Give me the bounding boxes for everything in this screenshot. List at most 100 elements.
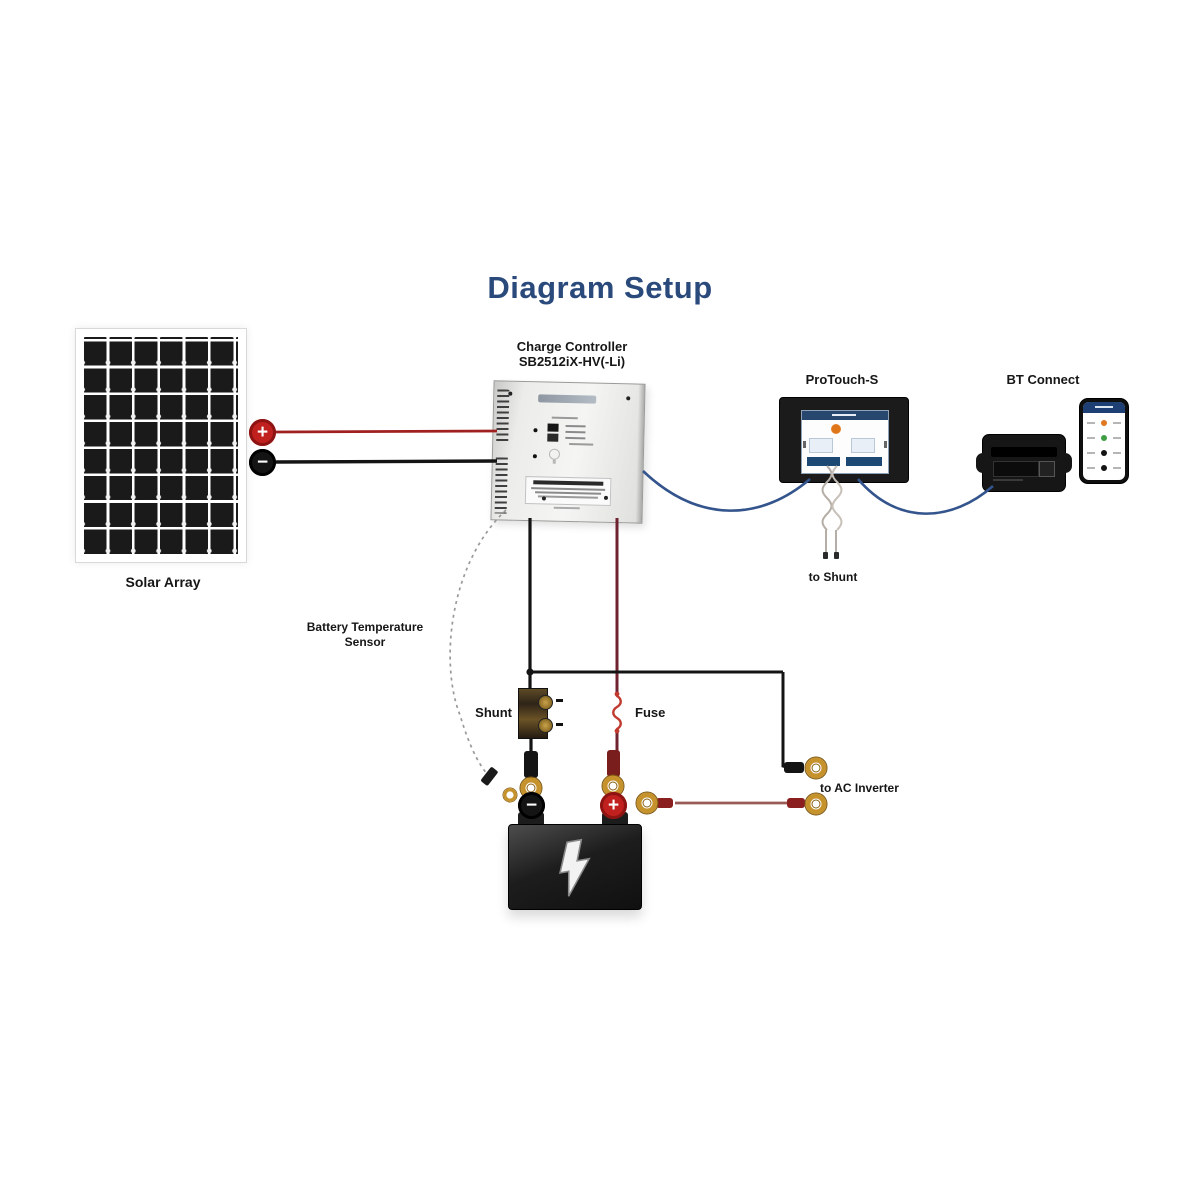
controller-indicator-block2 <box>547 433 559 442</box>
fuse-symbol-icon <box>612 694 622 731</box>
battery-minus-symbol: − <box>525 795 538 816</box>
lightning-bolt-path <box>558 838 591 897</box>
solar-minus-symbol: − <box>256 452 269 473</box>
temp-sensor-probe <box>481 767 498 786</box>
shunt-bolt-top-icon <box>538 695 553 710</box>
controller-product-label-title <box>533 480 604 486</box>
solar-positive-wire <box>275 429 498 434</box>
controller-led-icon <box>533 428 538 433</box>
phone-row4-text-left <box>1087 467 1095 469</box>
fuse-label: Fuse <box>635 705 666 720</box>
inverter-positive-crimp <box>787 798 805 808</box>
ring-terminal-inverter-negative-icon <box>805 757 827 779</box>
controller-vent-bottom <box>494 457 508 514</box>
controller-screw4-icon <box>603 495 609 500</box>
phone-row3-text-left <box>1087 452 1095 454</box>
phone-row1-status-icon <box>1101 420 1107 426</box>
controller-indicator-text2 <box>565 430 586 434</box>
phone-row4-status-icon <box>1101 465 1107 471</box>
charge-controller-label-line2: SB2512iX-HV(-Li) <box>518 354 626 369</box>
positive-branch-crimp <box>656 798 673 808</box>
page-title: Diagram Setup <box>487 270 713 305</box>
bt-device-ear-right <box>1058 453 1072 473</box>
phone-row1-text-right <box>1113 422 1121 424</box>
controller-screw2-icon <box>626 396 631 401</box>
controller-product-label-text1 <box>531 487 606 491</box>
protouch-widget-right <box>851 438 875 453</box>
controller-bulb-stem <box>552 459 556 464</box>
temp-sensor-ring-terminal-icon <box>502 787 518 803</box>
protouch-button-right <box>846 457 882 466</box>
solar-negative-wire <box>275 459 498 464</box>
controller-product-label-text3 <box>537 495 598 499</box>
battery-positive-terminal: + <box>600 792 627 819</box>
shunt-mark-bottom <box>556 723 563 726</box>
phone-header-text <box>1095 406 1113 408</box>
ring-terminal-inverter-positive-icon <box>805 793 827 815</box>
solar-cells-grid <box>84 337 238 554</box>
controller-led2-icon <box>532 454 537 459</box>
solar-array-label: Solar Array <box>125 574 201 590</box>
ring-terminal-positive-branch-icon <box>636 792 658 814</box>
charge-controller <box>490 380 646 524</box>
shunt-mark-top <box>556 699 563 702</box>
phone-row3-text-right <box>1113 452 1121 454</box>
shunt-label: Shunt <box>475 705 512 720</box>
solar-negative-terminal: − <box>249 449 276 476</box>
protouch-button-left <box>807 457 840 466</box>
twisted-pair-tip2 <box>834 552 839 559</box>
charge-controller-label-line1: Charge Controller <box>516 339 628 354</box>
bt-device-panel <box>993 461 1039 477</box>
battery-temp-sensor-label-line1: Battery Temperature <box>306 620 424 634</box>
phone-row2-status-icon <box>1101 435 1107 441</box>
solar-array-panel <box>75 328 247 563</box>
controller-screw3-icon <box>541 496 546 501</box>
twisted-pair-tip1 <box>823 552 828 559</box>
protouch-arrow-left-icon <box>803 441 806 448</box>
fuse-end-dot-top <box>614 691 620 697</box>
controller-indicator-text3 <box>565 436 586 440</box>
protouch-arrow-right-icon <box>884 441 887 448</box>
protouch-screen <box>801 410 889 474</box>
bt-connect-label: BT Connect <box>1006 372 1080 387</box>
protouch-widget-left <box>809 438 833 453</box>
phone-row2-text-left <box>1087 437 1095 439</box>
to-shunt-label: to Shunt <box>808 570 858 584</box>
negative-crimp <box>524 751 538 778</box>
controller-product-label-text2 <box>535 491 602 495</box>
protouch-label: ProTouch-S <box>805 372 879 387</box>
battery-negative-terminal: − <box>518 792 545 819</box>
battery <box>508 824 642 910</box>
bt-device-slot <box>991 447 1057 457</box>
bt-connect-device <box>976 434 1072 492</box>
bt-device-ear-left <box>976 453 990 473</box>
controller-edge-shade <box>635 384 645 523</box>
bt-phone-screen <box>1083 402 1125 480</box>
charge-controller-label: Charge Controller SB2512iX-HV(-Li) <box>497 339 647 369</box>
positive-crimp <box>607 750 620 777</box>
controller-logo <box>538 394 597 404</box>
bt-phone <box>1079 398 1129 484</box>
battery-temp-sensor-label: Battery Temperature Sensor <box>285 620 445 650</box>
battery-temp-sensor-label-line2: Sensor <box>344 635 386 649</box>
controller-text-line <box>551 416 578 420</box>
phone-row1-text-left <box>1087 422 1095 424</box>
battery-plus-symbol: + <box>607 795 620 816</box>
protouch-to-btconnect-wire <box>857 478 994 515</box>
bt-device-text <box>993 479 1023 481</box>
protouch-sun-icon <box>831 424 841 434</box>
phone-row2-text-right <box>1113 437 1121 439</box>
protouch-display <box>779 397 909 483</box>
to-ac-inverter-label: to AC Inverter <box>820 781 899 795</box>
controller-product-label <box>524 476 612 506</box>
battery-temp-sensor-wire <box>449 509 507 780</box>
shunt-bolt-bottom-icon <box>538 718 553 733</box>
controller-indicator-text4 <box>569 443 594 446</box>
controller-vent-top <box>496 389 510 442</box>
phone-row3-status-icon <box>1101 450 1107 456</box>
inverter-negative-wire <box>781 672 787 769</box>
junction-dot <box>526 668 534 676</box>
controller-indicator-text1 <box>565 424 586 428</box>
